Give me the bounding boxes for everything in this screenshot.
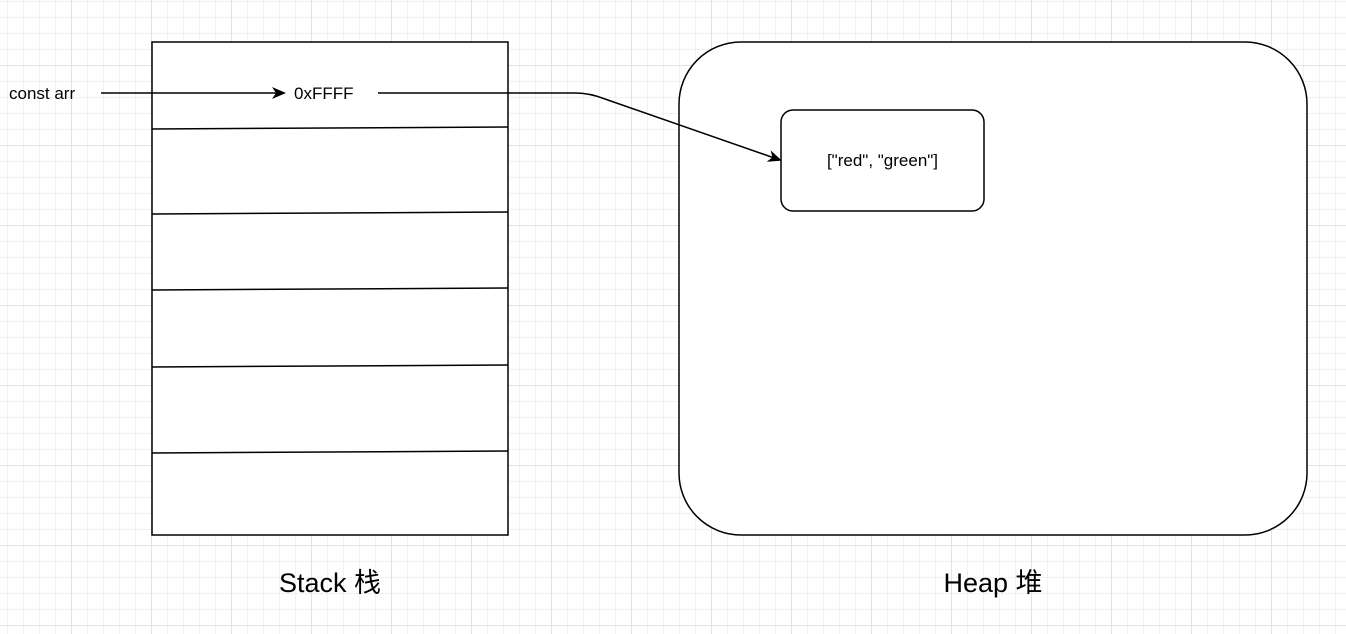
variable-label: const arr: [9, 84, 76, 103]
stack-divider: [151, 211, 509, 215]
heap-box: [678, 41, 1308, 536]
stack-title: Stack 栈: [278, 568, 382, 598]
stack-divider: [151, 364, 509, 368]
heap-title: Heap 堆: [943, 568, 1043, 598]
heap-value-label: ["red", "green"]: [826, 151, 939, 170]
stack-divider: [151, 126, 509, 130]
address-to-heap-arrow: [378, 92, 782, 162]
stack-divider: [151, 450, 509, 454]
stack-divider: [151, 287, 509, 291]
address-label: 0xFFFF: [294, 84, 354, 103]
